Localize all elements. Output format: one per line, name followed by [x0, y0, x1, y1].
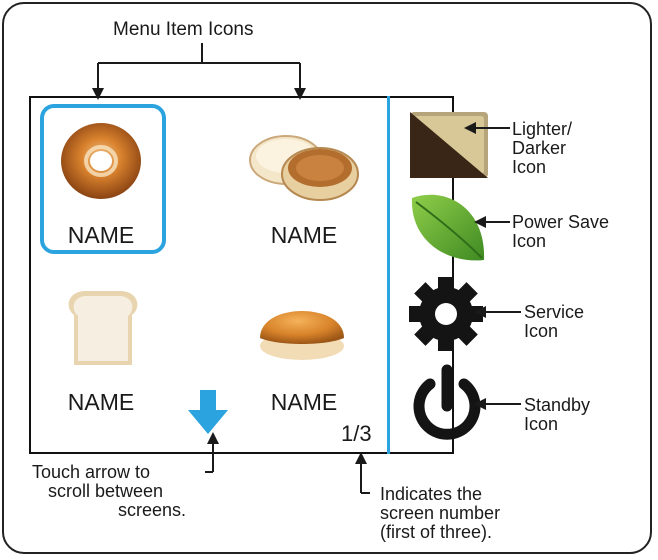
power-save-label-line-2: Icon — [512, 231, 547, 251]
lighter-darker-label-line-1: Lighter/ — [512, 119, 573, 139]
leaf-icon[interactable] — [406, 190, 488, 268]
service-label-line-1: Service — [524, 302, 585, 322]
standby-label-line-1: Standby — [524, 395, 591, 415]
page-note-line-1: Indicates the — [380, 484, 483, 504]
scroll-note-line-3: screens. — [118, 500, 187, 520]
gear-icon[interactable] — [408, 276, 484, 352]
standby-label-line-2: Icon — [524, 414, 559, 434]
bun-icon[interactable] — [256, 288, 348, 364]
menu-item-name-2[interactable]: NAME — [270, 222, 338, 248]
scroll-down-arrow-icon[interactable] — [186, 390, 230, 436]
diagram-frame — [2, 2, 652, 554]
menu-item-name-4[interactable]: NAME — [270, 389, 338, 415]
page-note-line-2: screen number — [380, 503, 501, 523]
menu-item-icons-label: Menu Item Icons — [113, 19, 254, 40]
power-icon[interactable] — [408, 364, 486, 444]
bread-slice-icon[interactable] — [60, 287, 146, 369]
bagel-icon[interactable] — [55, 117, 147, 203]
menu-item-name-1[interactable]: NAME — [67, 222, 135, 248]
scroll-note-line-2: scroll between — [48, 481, 164, 501]
screen-divider — [387, 96, 390, 454]
power-save-label-line-1: Power Save — [512, 212, 610, 232]
page-note-line-3: (first of three). — [380, 522, 493, 542]
touch-screen — [29, 96, 454, 454]
service-label-line-2: Icon — [524, 321, 559, 341]
english-muffin-icon[interactable] — [248, 126, 360, 202]
selected-item-highlight — [40, 104, 166, 254]
lighter-darker-label-line-2: Darker — [512, 138, 567, 158]
menu-item-name-3[interactable]: NAME — [67, 389, 135, 415]
lighter-darker-label-line-3: Icon — [512, 157, 547, 177]
page-indicator: 1/3 — [341, 421, 372, 446]
scroll-note-line-1: Touch arrow to — [32, 462, 151, 482]
